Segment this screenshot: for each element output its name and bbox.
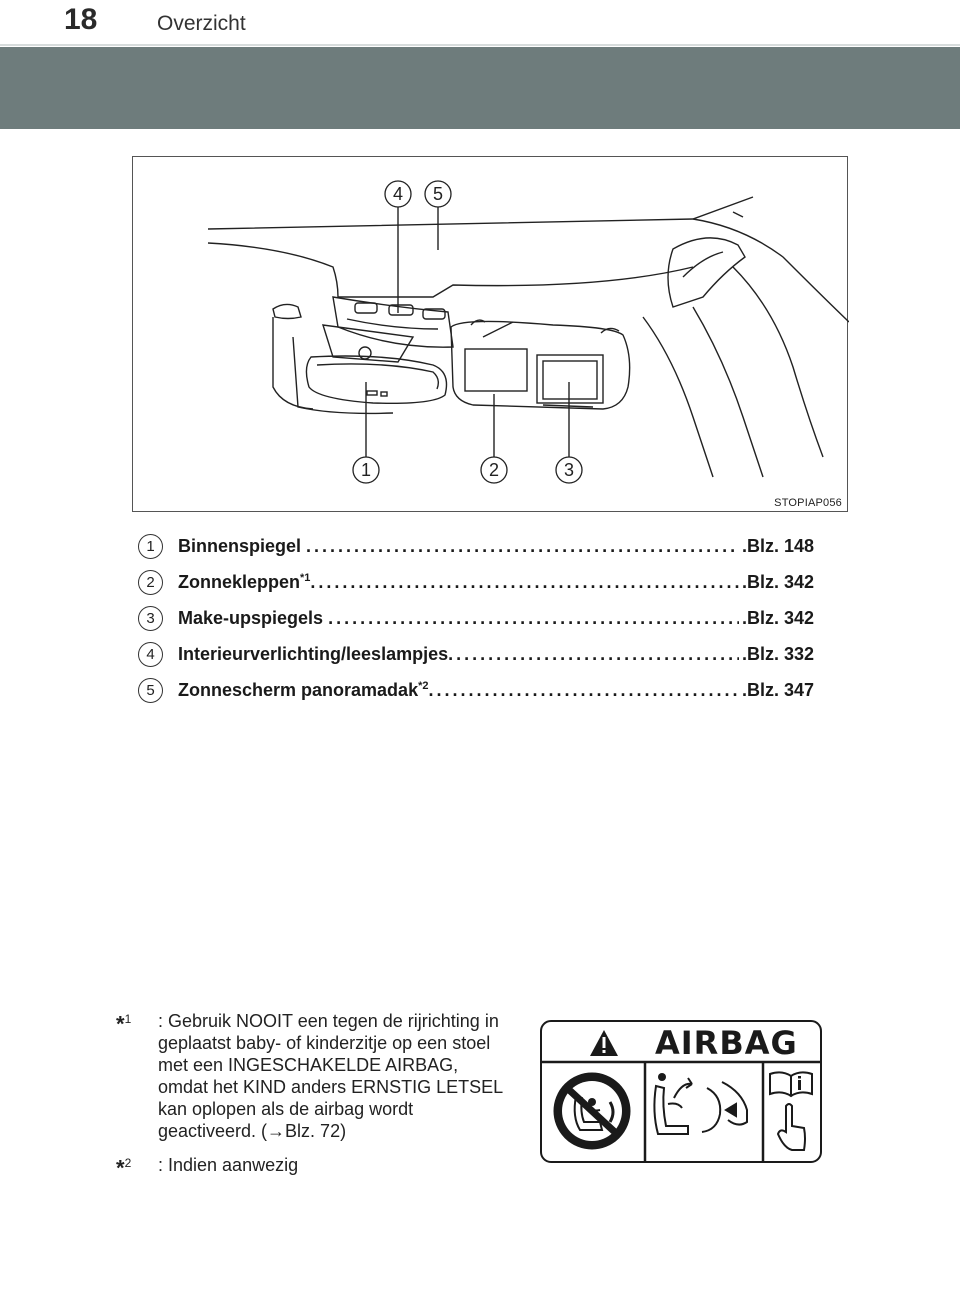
footnote-number: 1 xyxy=(124,1012,132,1026)
warning-triangle-icon xyxy=(590,1030,618,1056)
footnote-asterisk: * xyxy=(116,1011,125,1037)
page-number: 18 xyxy=(64,3,98,36)
callout-2: 2 xyxy=(489,460,499,480)
parts-list: 1 Binnenspiegel ........................… xyxy=(138,534,814,714)
list-item[interactable]: 5 Zonnescherm panoramadak*2.............… xyxy=(138,678,814,714)
item-number: 3 xyxy=(138,606,163,631)
item-label: Interieurverlichting/leeslampjes xyxy=(178,644,449,664)
airbag-deploy-icon xyxy=(653,1073,748,1135)
item-footnote-ref: *1 xyxy=(300,572,311,584)
item-number: 2 xyxy=(138,570,163,595)
item-label: Binnenspiegel xyxy=(178,536,302,556)
callout-1: 1 xyxy=(361,460,371,480)
list-item[interactable]: 4 Interieurverlichting/leeslampjes......… xyxy=(138,642,814,678)
ceiling-drawing xyxy=(207,196,849,478)
list-item[interactable]: 1 Binnenspiegel ........................… xyxy=(138,534,814,570)
airbag-label-graphics xyxy=(542,1030,820,1161)
item-page-ref[interactable]: .Blz. 347 xyxy=(738,680,814,701)
figure-code: STOPIAP056 xyxy=(774,497,842,509)
callout-5: 5 xyxy=(433,184,443,204)
callout-3: 3 xyxy=(564,460,574,480)
airbag-label-title: AIRBAG xyxy=(655,1024,798,1062)
page-header: 18 Overzicht xyxy=(0,0,960,46)
airbag-warning-label: AIRBAG xyxy=(540,1020,822,1163)
footnote: *2 : Indien aanwezig xyxy=(112,1154,512,1179)
footnotes: *1 : Gebruik NOOIT een tegen de rijricht… xyxy=(112,1010,512,1188)
item-page-ref[interactable]: .Blz. 332 xyxy=(738,644,814,665)
callout-4: 4 xyxy=(393,184,403,204)
footnote-asterisk: * xyxy=(116,1155,125,1181)
item-page-ref[interactable]: .Blz. 342 xyxy=(738,608,814,629)
item-page-ref[interactable]: .Blz. 148 xyxy=(738,536,814,557)
header-band xyxy=(0,47,960,129)
footnote-text: : Indien aanwezig xyxy=(158,1155,299,1175)
item-number: 1 xyxy=(138,534,163,559)
item-label: Zonnescherm panoramadak xyxy=(178,680,419,700)
no-rear-facing-seat-icon xyxy=(553,1072,631,1150)
section-title: Overzicht xyxy=(157,12,246,35)
footnote: *1 : Gebruik NOOIT een tegen de rijricht… xyxy=(112,1010,512,1142)
list-item[interactable]: 2 Zonnekleppen*1........................… xyxy=(138,570,814,606)
interior-ceiling-illustration: 4 5 1 2 3 STOPIAP056 xyxy=(132,156,849,512)
callout-markers: 4 5 1 2 3 xyxy=(352,180,583,484)
footnote-text: : Gebruik NOOIT een tegen de rijrichting… xyxy=(158,1011,503,1141)
manual-info-icon xyxy=(769,1071,813,1151)
item-label: Zonnekleppen xyxy=(178,572,301,592)
footnote-number: 2 xyxy=(124,1156,132,1170)
item-label: Make-upspiegels xyxy=(178,608,324,628)
item-page-ref[interactable]: .Blz. 342 xyxy=(738,572,814,593)
item-number: 5 xyxy=(138,678,163,703)
list-item[interactable]: 3 Make-upspiegels ......................… xyxy=(138,606,814,642)
item-footnote-ref: *2 xyxy=(418,680,429,692)
item-number: 4 xyxy=(138,642,163,667)
